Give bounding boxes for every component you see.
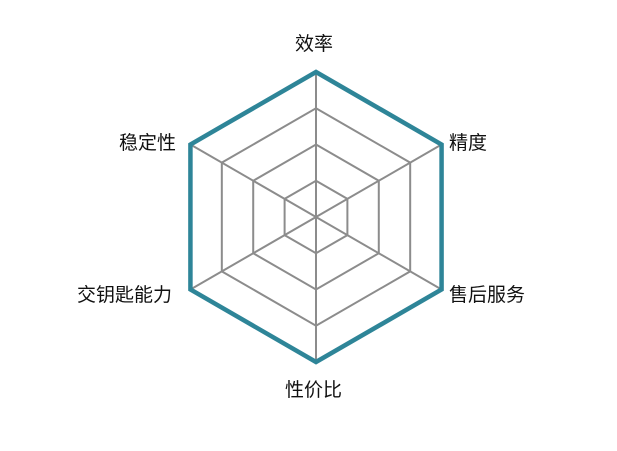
grid-spoke xyxy=(315,216,443,291)
axis-label-turnkey: 交钥匙能力 xyxy=(77,284,173,306)
grid-spoke xyxy=(189,216,317,291)
series-polygon xyxy=(188,69,444,365)
grid-spoke xyxy=(189,143,317,218)
axis-label-cost-performance: 性价比 xyxy=(285,379,343,401)
axis-label-after-sales: 售后服务 xyxy=(449,284,526,306)
axis-label-stability: 稳定性 xyxy=(119,132,177,154)
grid-spoke xyxy=(315,143,443,218)
axis-label-precision: 精度 xyxy=(449,132,488,154)
axis-label-efficiency: 效率 xyxy=(295,33,334,55)
